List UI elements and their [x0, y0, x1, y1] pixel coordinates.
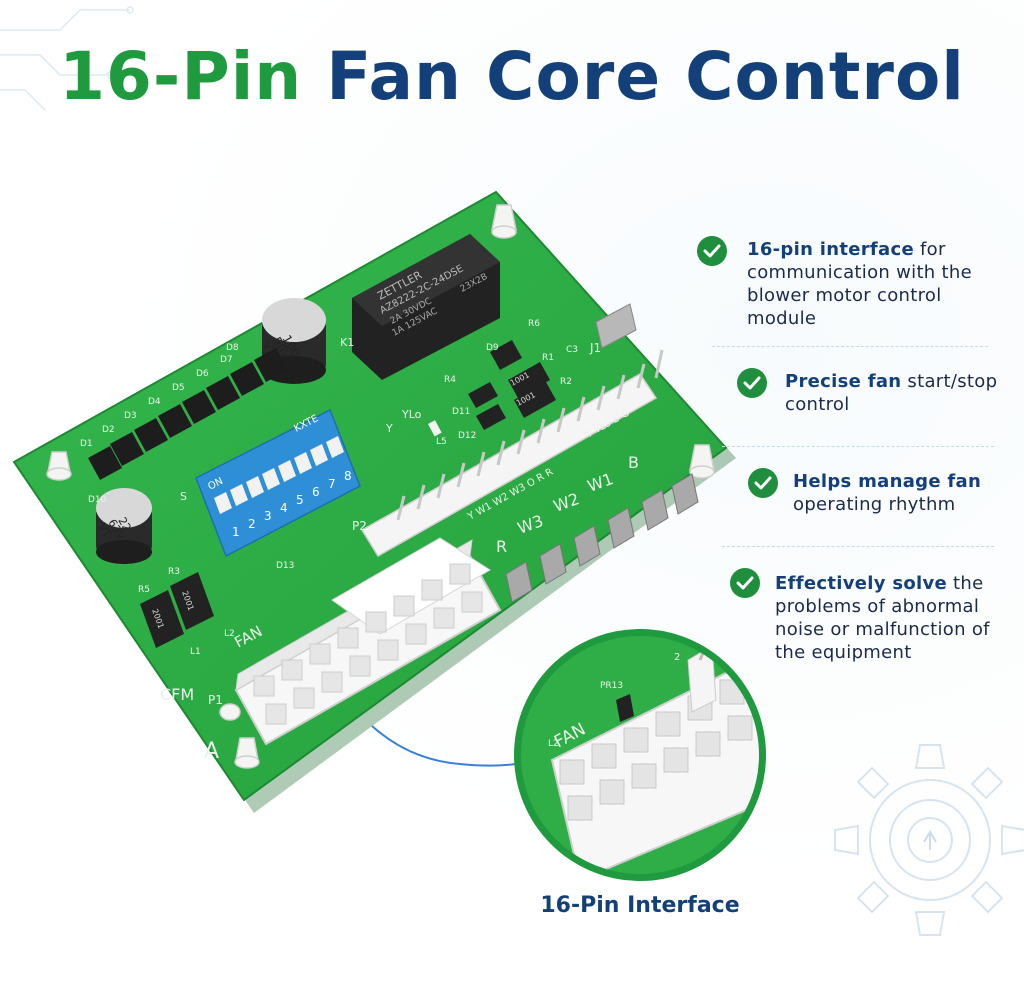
d11-label: D11 [452, 407, 470, 417]
feature-item: Precise fan start/stop control [737, 366, 1017, 426]
diode-label: D2 [102, 425, 115, 435]
check-icon [697, 236, 727, 266]
zoom-pin2-label: 2 [674, 652, 680, 663]
r5-label: R5 [138, 585, 150, 595]
r2-label: R2 [560, 377, 572, 387]
y-label: Y [385, 422, 393, 435]
c3-label: C3 [566, 345, 578, 355]
tab-label: B [628, 453, 639, 472]
dip-number: 6 [312, 485, 320, 499]
zoom-l2-label: L2 [548, 739, 559, 749]
diode-label: D3 [124, 411, 137, 421]
d12-label: D12 [458, 431, 476, 441]
feature-rest: operating rhythm [793, 494, 956, 515]
feature-item: 16-pin interface for communication with … [697, 236, 1017, 336]
feature-rest: the problems of abnormal noise or malfun… [775, 573, 990, 663]
r1-label: R1 [542, 353, 554, 363]
r3-label: R3 [168, 567, 180, 577]
relay-side-components: 1001 1001 R4 D9 D11 D12 R1 R2 R6 C3 J1 Y… [385, 303, 637, 447]
dip-number: 4 [280, 501, 288, 515]
diode-label: D6 [196, 369, 209, 379]
feature-rest: for communication with the blower motor … [747, 239, 972, 329]
dip-number: 1 [232, 525, 240, 539]
dip-number: 2 [248, 517, 256, 531]
d13-label: D13 [276, 561, 294, 571]
feature-bold: Precise fan [785, 371, 902, 392]
feature-bold: 16-pin interface [747, 239, 914, 260]
cap2-value: 22 [115, 515, 133, 534]
title-part2: Fan Core Control [326, 38, 965, 115]
check-icon [748, 468, 778, 498]
dip-number: 5 [296, 493, 304, 507]
relay: ZETTLER AZ8222-2C-24DSE 2A 30VDC 1A 125V… [340, 234, 500, 380]
pcb-board [12, 190, 728, 802]
feature-text: Precise fan start/stop control [785, 370, 1015, 416]
corner-a-label: A [204, 739, 219, 764]
r4-label: R4 [444, 375, 456, 385]
feature-item: Helps manage fan operating rhythm [748, 466, 1024, 526]
sixteen-pin-connector: FAN CFM L1 L2 P1 P2 A [160, 519, 502, 764]
j1-label: J1 [589, 341, 601, 355]
page-title: 16-Pin Fan Core Control [0, 38, 1024, 115]
diode-label: D8 [226, 343, 239, 353]
diode-label: D7 [220, 355, 233, 365]
cap2-series: VT [95, 521, 114, 540]
zoom-caption: 16-Pin Interface [540, 893, 740, 918]
d9-label: D9 [486, 343, 499, 353]
ylo-label: YLo [401, 408, 422, 421]
zoom-inset: PR13 L2 FAN 2 [514, 629, 766, 881]
diode-row: D1 D2 D3 D4 D5 D6 D7 D8 D10 D13 [80, 343, 294, 571]
feature-divider [722, 446, 994, 447]
feature-rest: start/stop control [785, 371, 998, 415]
diode-label: D1 [80, 439, 93, 449]
tab-label: R [496, 537, 507, 556]
dip-switch: ON KXTE S 1 2 3 4 5 6 7 8 [180, 408, 361, 558]
p2-label: P2 [352, 519, 367, 533]
feature-bold: Effectively solve [775, 573, 948, 594]
capacitor-c2: 22 63V VT [95, 488, 152, 564]
feature-item: Effectively solve the problems of abnorm… [730, 568, 1020, 668]
feature-text: Helps manage fan operating rhythm [793, 470, 1021, 516]
diode-label: D4 [148, 397, 161, 407]
d10-label: D10 [88, 495, 107, 505]
diode-label: D5 [172, 383, 185, 393]
feature-divider [712, 346, 988, 347]
feature-text: Effectively solve the problems of abnorm… [775, 572, 1015, 664]
l1-label: L1 [190, 647, 201, 657]
feature-bold: Helps manage fan [793, 471, 982, 492]
dip-number: 3 [264, 509, 272, 523]
dip-number: 8 [344, 469, 352, 483]
r6-label: R6 [528, 319, 540, 329]
title-part1: 16-Pin [59, 38, 303, 115]
feature-divider [722, 546, 994, 547]
l5-label: L5 [436, 437, 447, 447]
callout-line [371, 725, 529, 767]
zoom-pr13-label: PR13 [600, 681, 623, 691]
resistors: R5 R3 2001 2001 [138, 567, 214, 648]
relay-ref: K1 [340, 336, 354, 349]
check-icon [737, 368, 767, 398]
l2-label: L2 [224, 629, 235, 639]
dip-number: 7 [328, 477, 336, 491]
check-icon [730, 568, 760, 598]
cfm-label: CFM [160, 685, 194, 704]
feature-text: 16-pin interface for communication with … [747, 238, 1007, 330]
dip-ref: S [180, 490, 187, 503]
p1-label: P1 [208, 693, 223, 707]
